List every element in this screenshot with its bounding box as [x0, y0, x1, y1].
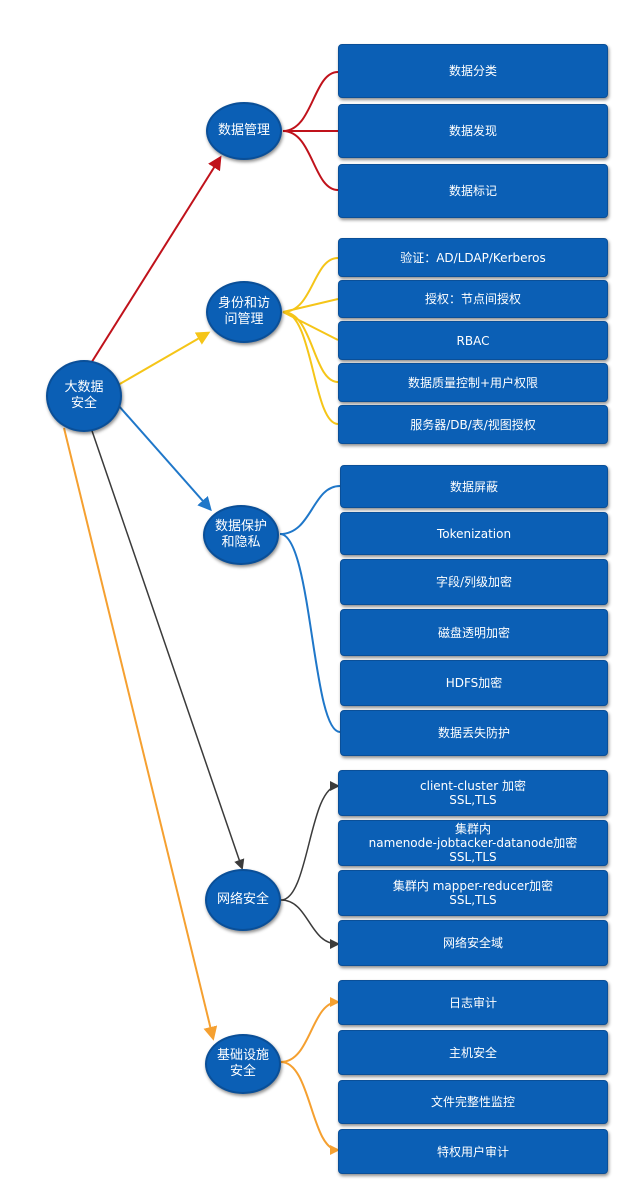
branch-node-identity-access[interactable]: 身份和访 问管理: [206, 281, 282, 343]
arrowhead-network-bottom: [330, 939, 340, 949]
arrowhead-network-top: [330, 781, 340, 791]
leaf-data-quality-permissions[interactable]: 数据质量控制+用户权限: [338, 363, 608, 402]
leaf-privileged-user-audit[interactable]: 特权用户审计: [338, 1129, 608, 1174]
leaf-label: 验证：AD/LDAP/Kerberos: [400, 250, 546, 265]
leaf-data-classification[interactable]: 数据分类: [338, 44, 608, 98]
arrowhead-infrastructure-bottom: [330, 1145, 340, 1155]
leaf-mapper-reducer-encryption[interactable]: 集群内 mapper-reducer加密 SSL,TLS: [338, 870, 608, 916]
leaf-node-authorization[interactable]: 授权：节点间授权: [338, 280, 608, 318]
arrow-root-to-network-security: [89, 424, 245, 870]
branch-node-data-protection[interactable]: 数据保护 和隐私: [203, 505, 279, 565]
arrow-root-to-infrastructure: [63, 427, 218, 1041]
leaf-label: Tokenization: [436, 526, 512, 541]
leaf-label: 网络安全域: [442, 936, 503, 950]
connector-data-protection-items: [279, 485, 341, 733]
arrow-root-to-data-management: [87, 155, 222, 369]
arrow-root-to-identity-access: [117, 331, 211, 386]
leaf-label: HDFS加密: [445, 676, 503, 690]
branch-label: 身份和访 问管理: [217, 296, 270, 327]
leaf-server-db-authorization[interactable]: 服务器/DB/表/视图授权: [338, 405, 608, 444]
root-node-big-data-security[interactable]: 大数据 安全: [46, 360, 122, 432]
arrow-root-to-data-protection: [117, 404, 212, 512]
leaf-label: 数据屏蔽: [449, 479, 498, 494]
leaf-label: 特权用户审计: [436, 1144, 509, 1159]
leaf-label: 数据丢失防护: [437, 726, 510, 740]
leaf-log-audit[interactable]: 日志审计: [338, 980, 608, 1025]
leaf-label: RBAC: [456, 333, 490, 348]
branch-node-infrastructure[interactable]: 基础设施 安全: [205, 1034, 281, 1094]
leaf-data-masking[interactable]: 数据屏蔽: [340, 465, 608, 508]
connector-network-security-items: [280, 785, 339, 945]
branch-label: 网络安全: [216, 892, 269, 907]
leaf-label: 主机安全: [448, 1045, 497, 1060]
leaf-authentication[interactable]: 验证：AD/LDAP/Kerberos: [338, 238, 608, 277]
leaf-network-security-zone[interactable]: 网络安全域: [338, 920, 608, 966]
leaf-column-encryption[interactable]: 字段/列级加密: [340, 559, 608, 605]
leaf-label: 文件完整性监控: [430, 1095, 515, 1109]
leaf-label: 日志审计: [448, 995, 497, 1010]
arrowhead-infrastructure-top: [330, 997, 340, 1007]
leaf-data-loss-prevention[interactable]: 数据丢失防护: [340, 710, 608, 756]
connector-infrastructure-items: [280, 1001, 339, 1151]
leaf-label: 数据质量控制+用户权限: [407, 375, 539, 390]
leaf-rbac[interactable]: RBAC: [338, 321, 608, 360]
leaf-label: 服务器/DB/表/视图授权: [410, 417, 536, 432]
leaf-label: 数据标记: [448, 184, 497, 198]
leaf-client-cluster-encryption[interactable]: client-cluster 加密 SSL,TLS: [338, 770, 608, 816]
leaf-label: 数据发现: [448, 124, 497, 138]
leaf-label: 磁盘透明加密: [437, 625, 510, 640]
leaf-label: 集群内 namenode-jobtacker-datanode加密 SSL,TL…: [368, 822, 578, 864]
branch-label: 数据管理: [217, 123, 270, 138]
leaf-data-tagging[interactable]: 数据标记: [338, 164, 608, 218]
leaf-tokenization[interactable]: Tokenization: [340, 512, 608, 555]
leaf-hdfs-encryption[interactable]: HDFS加密: [340, 660, 608, 706]
branch-node-network-security[interactable]: 网络安全: [205, 869, 281, 931]
leaf-label: 集群内 mapper-reducer加密 SSL,TLS: [392, 879, 554, 907]
connector-identity-access-items: [282, 257, 339, 425]
leaf-label: 数据分类: [448, 64, 497, 78]
branch-label: 数据保护 和隐私: [214, 519, 267, 550]
connector-data-management-items: [282, 71, 339, 191]
leaf-data-discovery[interactable]: 数据发现: [338, 104, 608, 158]
root-node-label: 大数据 安全: [64, 380, 104, 411]
branch-node-data-management[interactable]: 数据管理: [206, 102, 282, 160]
leaf-label: 授权：节点间授权: [424, 292, 521, 306]
leaf-label: client-cluster 加密 SSL,TLS: [420, 779, 526, 807]
leaf-intra-cluster-node-encryption[interactable]: 集群内 namenode-jobtacker-datanode加密 SSL,TL…: [338, 820, 608, 866]
branch-label: 基础设施 安全: [216, 1048, 269, 1079]
leaf-label: 字段/列级加密: [435, 575, 513, 589]
leaf-file-integrity-monitoring[interactable]: 文件完整性监控: [338, 1080, 608, 1124]
leaf-disk-encryption[interactable]: 磁盘透明加密: [340, 609, 608, 656]
leaf-host-security[interactable]: 主机安全: [338, 1030, 608, 1075]
